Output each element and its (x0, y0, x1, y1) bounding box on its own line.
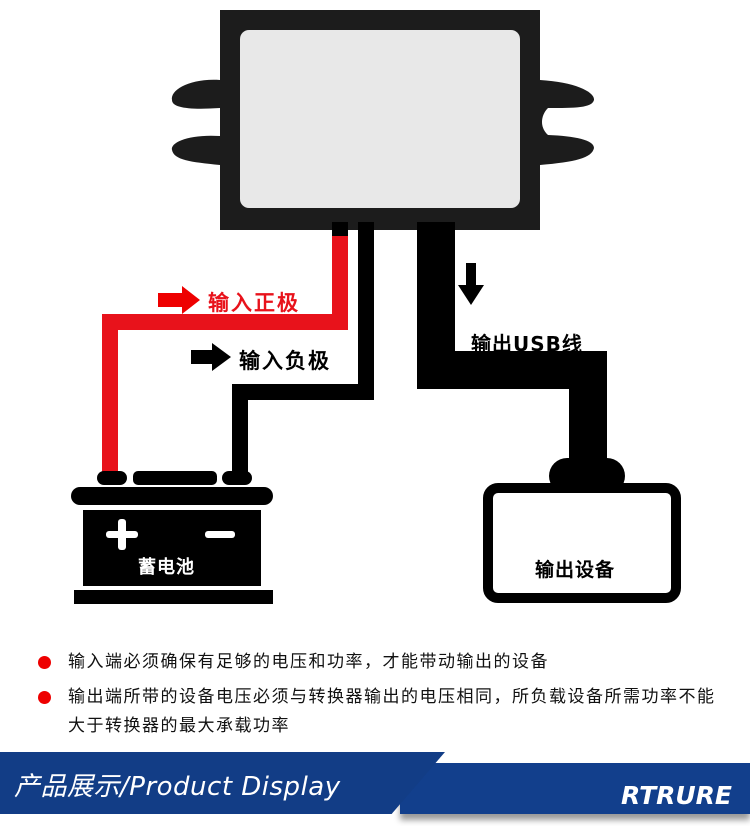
note-text: 输出端所带的设备电压必须与转换器输出的电压相同，所负载设备所需功率不能大于转换器… (68, 687, 716, 736)
bullet-dot-icon (38, 656, 51, 669)
usb-wire (417, 222, 607, 470)
battery (71, 471, 273, 604)
banner-right-bar: RTRURE (400, 763, 750, 814)
output-usb-label: 输出USB线 (471, 332, 583, 356)
note-text: 输入端必须确保有足够的电压和功率，才能带动输出的设备 (68, 652, 549, 672)
input-positive-label: 输入正极 (208, 291, 300, 315)
black-arrow-icon (191, 343, 231, 371)
bullet-dot-icon (38, 691, 51, 704)
red-arrow-icon (158, 286, 200, 314)
input-negative-label: 输入负极 (239, 349, 331, 373)
wiring-diagram (71, 10, 681, 604)
note-item: 输入端必须确保有足够的电压和功率，才能带动输出的设备 (38, 648, 728, 677)
output-device-box (483, 458, 681, 603)
note-item: 输出端所带的设备电压必须与转换器输出的电压相同，所负载设备所需功率不能大于转换器… (38, 683, 728, 741)
banner-title: 产品展示/Product Display (14, 772, 341, 802)
converter-device (171, 10, 595, 230)
section-banner: RTRURE 产品展示/Product Display (0, 752, 750, 826)
output-device-label: 输出设备 (535, 559, 616, 581)
brand-name: RTRURE (620, 781, 732, 810)
positive-wire (102, 222, 348, 480)
battery-label: 蓄电池 (138, 557, 195, 578)
banner-left-bar: 产品展示/Product Display (0, 752, 445, 814)
negative-wire (232, 222, 374, 480)
down-arrow-icon (458, 263, 484, 305)
notes-list: 输入端必须确保有足够的电压和功率，才能带动输出的设备 输出端所带的设备电压必须与… (38, 648, 728, 747)
